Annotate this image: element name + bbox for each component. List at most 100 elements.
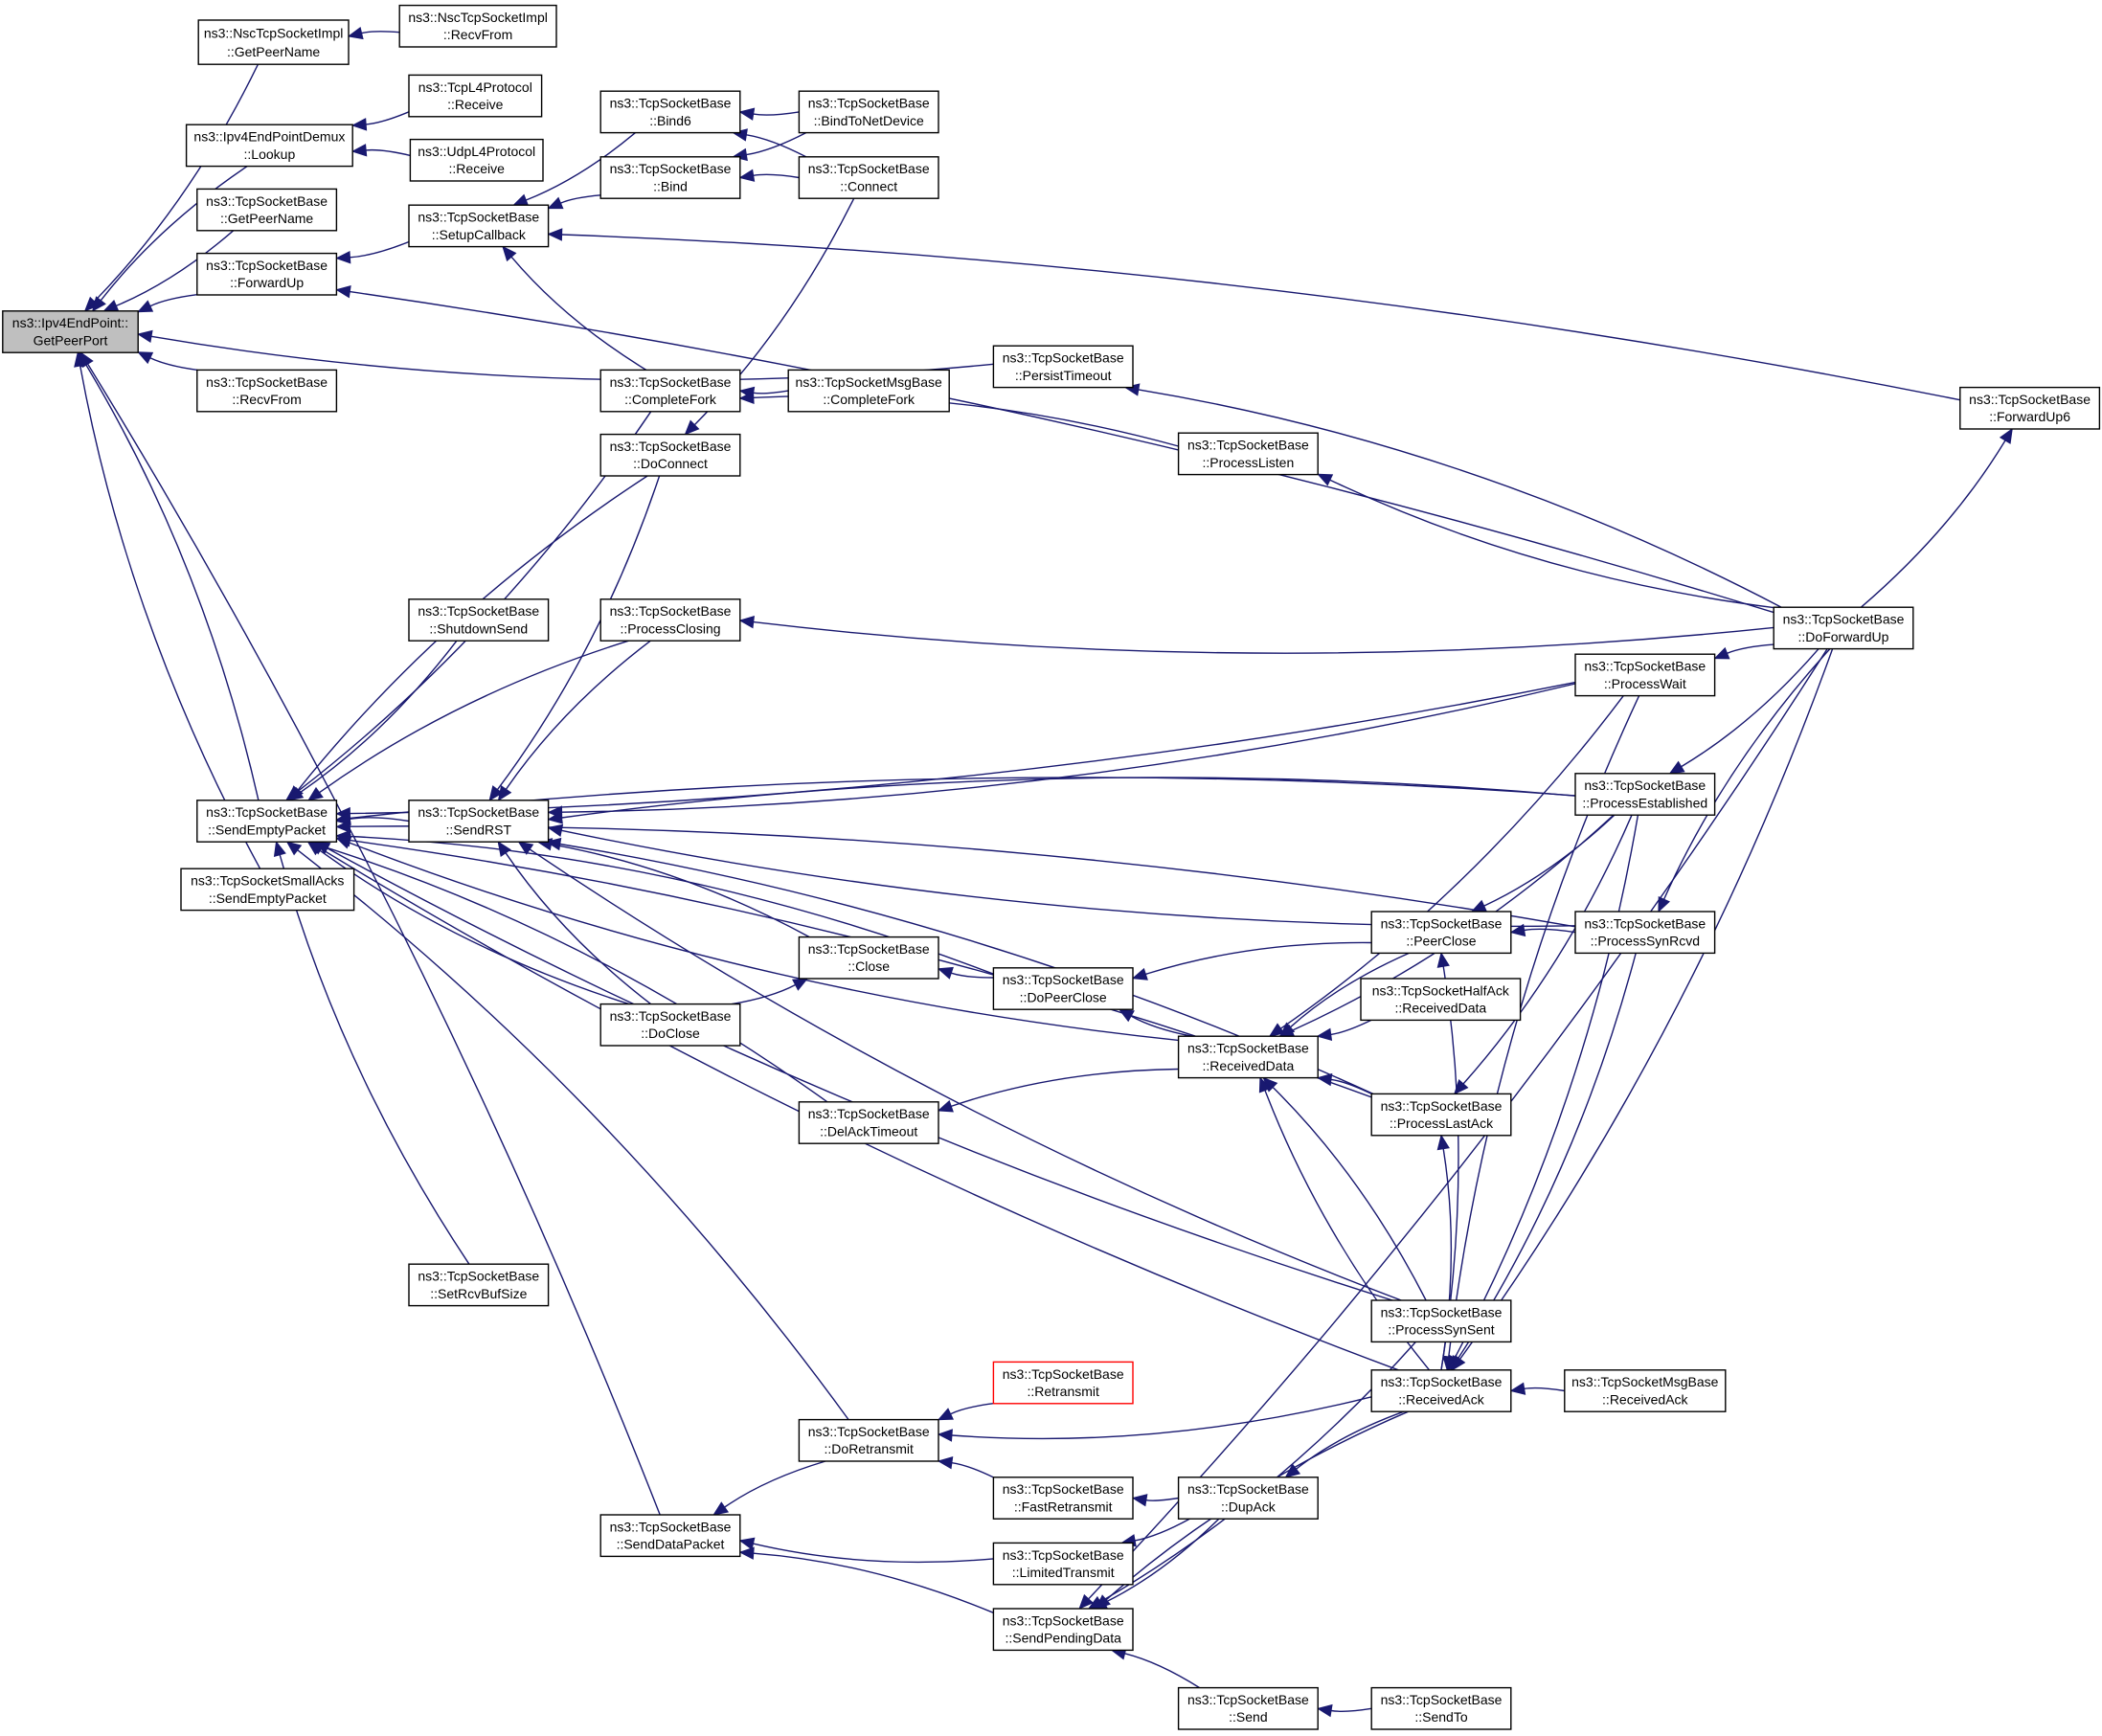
node-send[interactable]: ns3::TcpSocketBase::Send bbox=[1177, 1686, 1319, 1730]
node-cfork[interactable]: ns3::TcpSocketBase::CompleteFork bbox=[599, 369, 741, 413]
node-sdp[interactable]: ns3::TcpSocketBase::SendDataPacket bbox=[599, 1514, 741, 1558]
call-edge-pwait-to-rst bbox=[547, 683, 1576, 819]
node-pclosing[interactable]: ns3::TcpSocketBase::ProcessClosing bbox=[599, 598, 741, 642]
node-box bbox=[1574, 653, 1716, 697]
call-edge-line bbox=[1329, 479, 1774, 609]
call-edge-line bbox=[1145, 1497, 1179, 1501]
node-b2nd[interactable]: ns3::TcpSocketBase::BindToNetDevice bbox=[798, 90, 939, 134]
node-nsc_gpn[interactable]: ns3::NscTcpSocketImpl::GetPeerName bbox=[197, 19, 350, 65]
node-peerclose[interactable]: ns3::TcpSocketBase::PeerClose bbox=[1370, 911, 1512, 955]
node-label-line1: ns3::TcpSocketBase bbox=[610, 374, 732, 390]
node-psynsent[interactable]: ns3::TcpSocketBase::ProcessSynSent bbox=[1370, 1299, 1512, 1343]
node-fwdup6[interactable]: ns3::TcpSocketBase::ForwardUp6 bbox=[1959, 386, 2101, 430]
arrowhead-icon bbox=[1442, 1355, 1456, 1372]
node-label-line2: ::ProcessSynRcvd bbox=[1591, 934, 1700, 949]
arrowhead-icon bbox=[273, 840, 286, 857]
node-rst[interactable]: ns3::TcpSocketBase::SendRST bbox=[408, 800, 550, 843]
call-edge-line bbox=[753, 1543, 994, 1564]
node-recvfrom[interactable]: ns3::TcpSocketBase::RecvFrom bbox=[196, 369, 338, 413]
node-tcpl4[interactable]: ns3::TcpL4Protocol::Receive bbox=[408, 74, 543, 118]
node-spd[interactable]: ns3::TcpSocketBase::SendPendingData bbox=[992, 1608, 1134, 1652]
call-edge-line bbox=[724, 1460, 826, 1508]
node-halfack[interactable]: ns3::TcpSocketHalfAck::ReceivedData bbox=[1360, 978, 1522, 1022]
arrowhead-icon bbox=[91, 296, 106, 312]
node-rcvbuf[interactable]: ns3::TcpSocketBase::SetRcvBufSize bbox=[408, 1263, 550, 1307]
node-sep[interactable]: ns3::TcpSocketBase::SendEmptyPacket bbox=[196, 800, 338, 843]
node-psynrcvd[interactable]: ns3::TcpSocketBase::ProcessSynRcvd bbox=[1574, 911, 1716, 955]
node-demux[interactable]: ns3::Ipv4EndPointDemux::Lookup bbox=[185, 124, 353, 168]
arrowhead-icon bbox=[1509, 923, 1526, 937]
node-setup[interactable]: ns3::TcpSocketBase::SetupCallback bbox=[408, 204, 550, 248]
node-label-line1: ns3::TcpSocketBase bbox=[1187, 1481, 1309, 1497]
node-doclose[interactable]: ns3::TcpSocketBase::DoClose bbox=[599, 1003, 741, 1047]
node-box bbox=[408, 1263, 550, 1307]
arrowhead-icon bbox=[285, 841, 303, 856]
node-delack[interactable]: ns3::TcpSocketBase::DelAckTimeout bbox=[798, 1101, 939, 1144]
node-rdata[interactable]: ns3::TcpSocketBase::ReceivedData bbox=[1177, 1035, 1319, 1079]
call-edge-line bbox=[350, 240, 410, 259]
node-msgrack[interactable]: ns3::TcpSocketMsgBase::ReceivedAck bbox=[1564, 1369, 1727, 1412]
node-rack[interactable]: ns3::TcpSocketBase::ReceivedAck bbox=[1370, 1369, 1512, 1412]
node-udpl4[interactable]: ns3::UdpL4Protocol::Receive bbox=[409, 138, 544, 182]
call-edge-line bbox=[299, 640, 458, 794]
node-doretr[interactable]: ns3::TcpSocketBase::DoRetransmit bbox=[798, 1418, 939, 1462]
node-sendto[interactable]: ns3::TcpSocketBase::SendTo bbox=[1370, 1686, 1512, 1730]
arrowhead-icon bbox=[497, 841, 511, 858]
arrowhead-icon bbox=[488, 785, 504, 801]
node-label-line1: ns3::TcpSocketBase bbox=[206, 374, 328, 390]
node-label-line2: ::PersistTimeout bbox=[1015, 368, 1112, 383]
arrowhead-icon bbox=[102, 300, 120, 312]
node-root[interactable]: ns3::Ipv4EndPoint::GetPeerPort bbox=[2, 310, 139, 353]
node-persist[interactable]: ns3::TcpSocketBase::PersistTimeout bbox=[992, 345, 1134, 389]
node-dofwd[interactable]: ns3::TcpSocketBase::DoForwardUp bbox=[1773, 606, 1914, 650]
node-bind6[interactable]: ns3::TcpSocketBase::Bind6 bbox=[599, 90, 741, 134]
node-connect[interactable]: ns3::TcpSocketBase::Connect bbox=[798, 156, 939, 199]
arrowhead-icon bbox=[517, 841, 534, 855]
call-edge-retrans-to-doretr bbox=[937, 1403, 994, 1421]
node-gpn[interactable]: ns3::TcpSocketBase::GetPeerName bbox=[196, 188, 338, 232]
arrowhead-icon bbox=[1078, 1593, 1094, 1610]
node-box bbox=[787, 369, 950, 413]
node-dupack[interactable]: ns3::TcpSocketBase::DupAck bbox=[1177, 1477, 1319, 1520]
arrowhead-icon bbox=[83, 296, 100, 312]
node-box bbox=[1360, 978, 1522, 1022]
node-fwdup[interactable]: ns3::TcpSocketBase::ForwardUp bbox=[196, 252, 338, 296]
node-pwait[interactable]: ns3::TcpSocketBase::ProcessWait bbox=[1574, 653, 1716, 697]
arrowhead-icon bbox=[937, 966, 954, 980]
node-nsc_rf[interactable]: ns3::NscTcpSocketImpl::RecvFrom bbox=[398, 4, 557, 48]
node-label-line2: ::SetRcvBufSize bbox=[430, 1286, 527, 1301]
node-box bbox=[185, 124, 353, 168]
node-box bbox=[992, 1542, 1134, 1586]
node-dopeer[interactable]: ns3::TcpSocketBase::DoPeerClose bbox=[992, 967, 1134, 1010]
call-edge-line bbox=[116, 230, 235, 307]
arrowhead-icon bbox=[1509, 1382, 1526, 1395]
node-retrans[interactable]: ns3::TcpSocketBase::Retransmit bbox=[992, 1361, 1134, 1405]
node-label-line1: ns3::TcpSocketBase bbox=[1003, 1366, 1124, 1382]
node-plisten[interactable]: ns3::TcpSocketBase::ProcessListen bbox=[1177, 432, 1319, 476]
node-label-line1: ns3::TcpSocketBase bbox=[610, 1519, 732, 1534]
node-fastretr[interactable]: ns3::TcpSocketBase::FastRetransmit bbox=[992, 1477, 1134, 1520]
call-edge-msgrack-to-rack bbox=[1509, 1382, 1565, 1395]
node-label-line2: ::Bind6 bbox=[649, 113, 691, 128]
node-label-line1: ns3::TcpL4Protocol bbox=[418, 79, 532, 95]
node-close[interactable]: ns3::TcpSocketBase::Close bbox=[798, 936, 939, 980]
arrowhead-icon bbox=[792, 978, 809, 991]
call-edge-line bbox=[350, 290, 1774, 614]
node-label-line2: ::ProcessEstablished bbox=[1582, 795, 1707, 810]
node-msgfork[interactable]: ns3::TcpSocketMsgBase::CompleteFork bbox=[787, 369, 950, 413]
node-doconn[interactable]: ns3::TcpSocketBase::DoConnect bbox=[599, 433, 741, 477]
call-edge-line bbox=[1272, 1087, 1427, 1301]
node-ltrans[interactable]: ns3::TcpSocketBase::LimitedTransmit bbox=[992, 1542, 1134, 1586]
node-shut[interactable]: ns3::TcpSocketBase::ShutdownSend bbox=[408, 598, 550, 642]
node-plast[interactable]: ns3::TcpSocketBase::ProcessLastAck bbox=[1370, 1093, 1512, 1137]
node-box bbox=[180, 868, 355, 912]
node-bind[interactable]: ns3::TcpSocketBase::Bind bbox=[599, 156, 741, 199]
call-edge-pwait-to-rdata bbox=[1268, 695, 1624, 1037]
call-edge-line bbox=[1454, 815, 1639, 1359]
node-label-line2: ::Close bbox=[848, 958, 890, 974]
node-small[interactable]: ns3::TcpSocketSmallAcks::SendEmptyPacket bbox=[180, 868, 355, 912]
node-pest[interactable]: ns3::TcpSocketBase::ProcessEstablished bbox=[1574, 773, 1716, 816]
node-label-line2: ::CompleteFork bbox=[823, 392, 915, 407]
node-box bbox=[408, 204, 550, 248]
call-edge-line bbox=[100, 166, 248, 302]
